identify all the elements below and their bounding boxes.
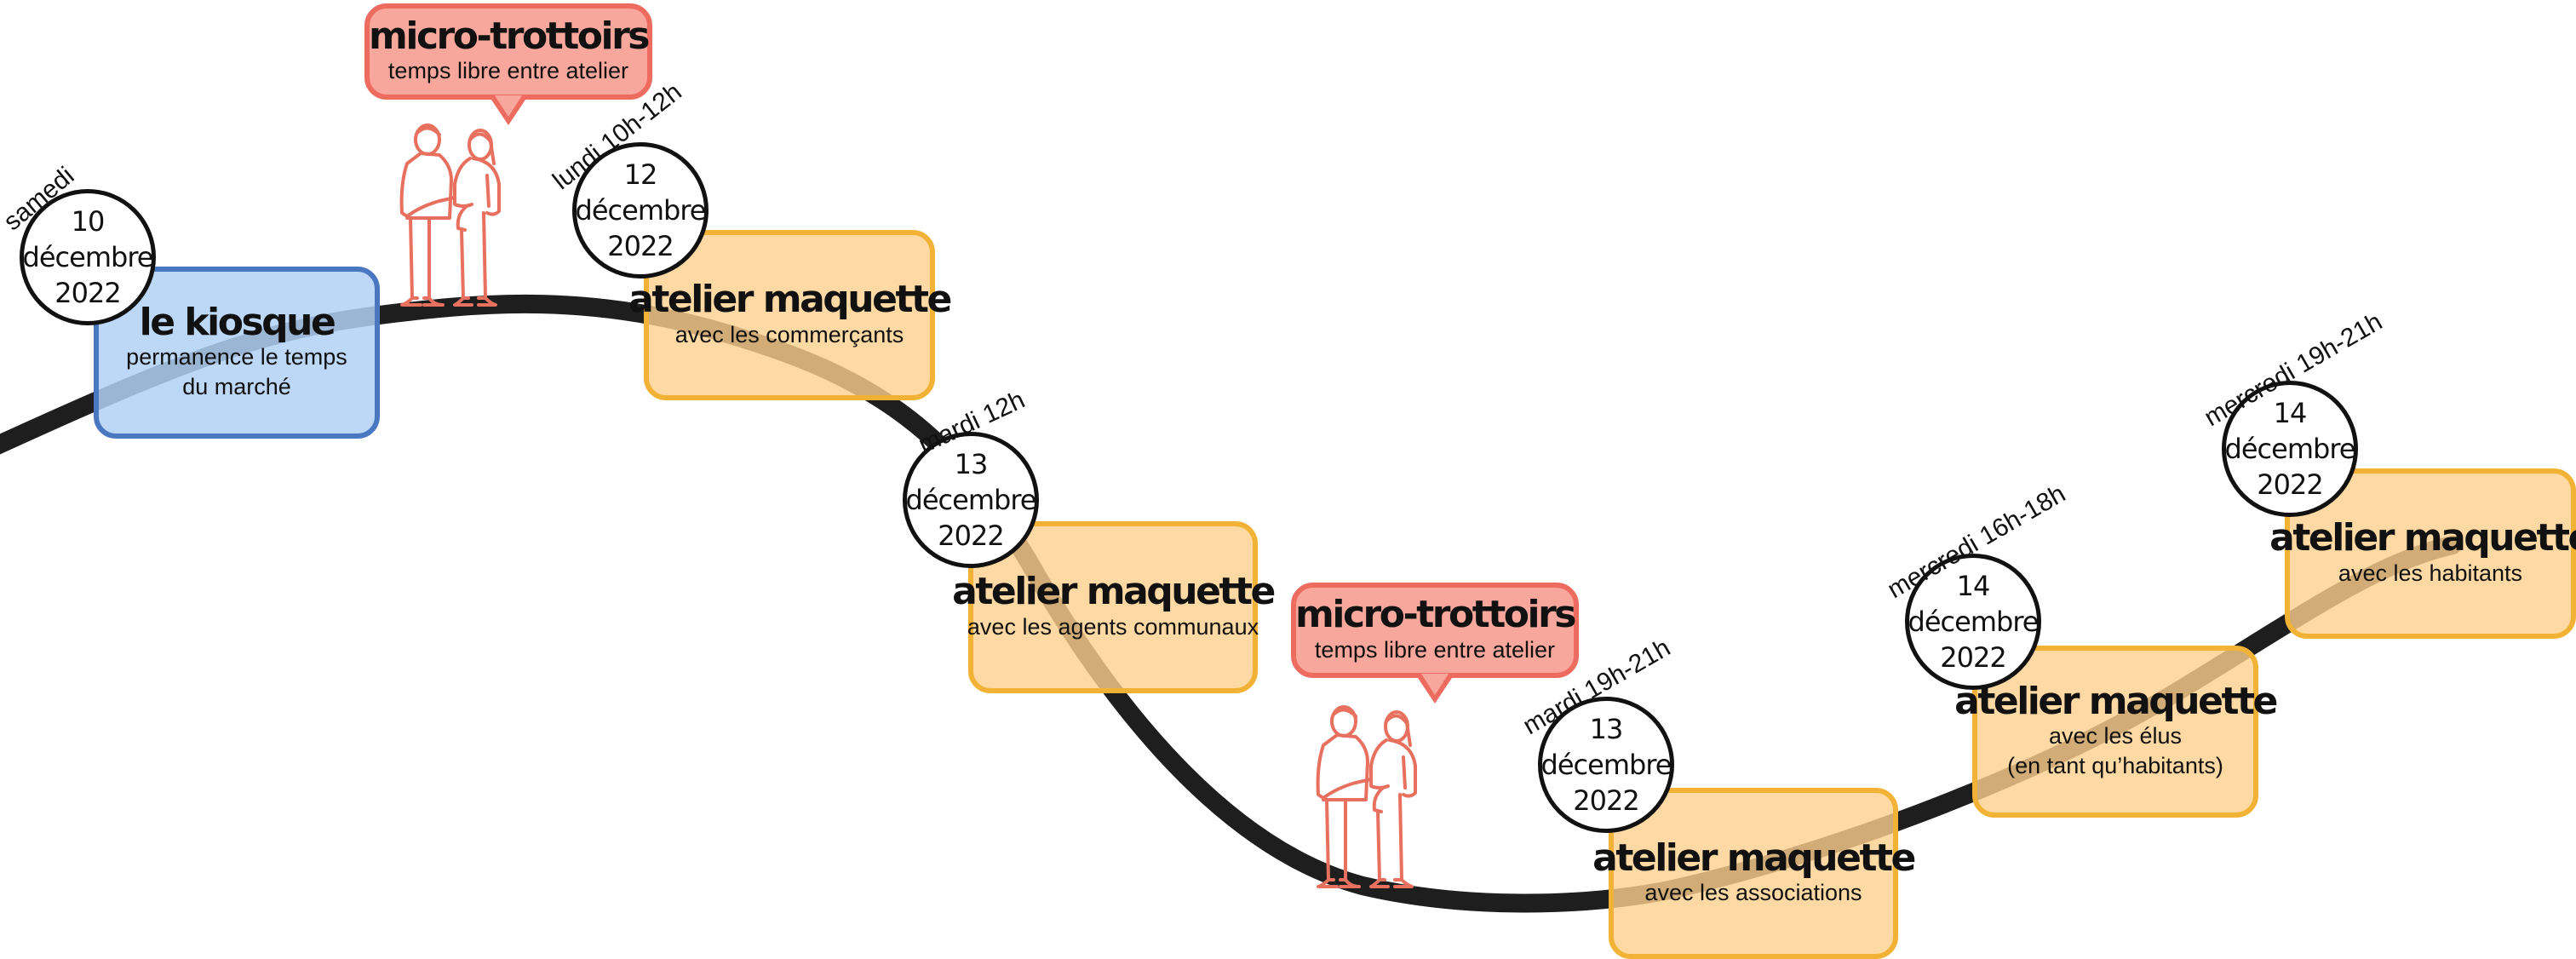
atelier-title: atelier maquette — [2269, 516, 2576, 560]
kiosque-title: le kiosque — [139, 300, 336, 344]
micro-trottoirs-bubble: micro-trottoirs temps libre entre atelie… — [1291, 583, 1579, 703]
date-day: 13 — [954, 447, 989, 480]
date-month: décembre — [22, 240, 154, 273]
micro-trottoirs-bubble: micro-trottoirs temps libre entre atelie… — [364, 3, 652, 125]
date-day: 12 — [623, 158, 658, 191]
date-year: 2022 — [2257, 468, 2323, 502]
date-day: 10 — [71, 204, 106, 238]
date-month: décembre — [2224, 432, 2356, 465]
atelier-subtitle-line1: avec les élus — [2048, 723, 2183, 749]
atelier-card-elus: atelier maquette avec les élus (en tant … — [1954, 646, 2278, 818]
date-month: décembre — [575, 193, 707, 227]
kiosque-subtitle-line1: permanence le temps — [126, 344, 347, 370]
atelier-card-commercants: atelier maquette avec les commerçants — [628, 230, 952, 400]
atelier-title: atelier maquette — [628, 278, 952, 322]
atelier-subtitle: avec les agents communaux — [967, 613, 1259, 640]
date-year: 2022 — [55, 277, 121, 310]
date-month: décembre — [905, 483, 1037, 516]
date-year: 2022 — [938, 520, 1004, 553]
people-talking-icon — [399, 123, 501, 307]
kiosque-subtitle-line2: du marché — [182, 374, 291, 400]
date-year: 2022 — [1940, 641, 2006, 675]
bubble-title: micro-trottoirs — [1295, 593, 1576, 637]
date-month: décembre — [1908, 605, 2040, 638]
bubble-subtitle: temps libre entre atelier — [1314, 636, 1556, 663]
date-circle-agents: 13 décembre 2022 — [903, 432, 1039, 568]
date-circle-associations: 13 décembre 2022 — [1538, 697, 1674, 833]
date-year: 2022 — [1573, 784, 1639, 818]
date-month: décembre — [1540, 748, 1672, 781]
atelier-title: atelier maquette — [952, 570, 1276, 614]
bubble-title: micro-trottoirs — [369, 14, 650, 58]
atelier-subtitle: avec les commerçants — [674, 321, 904, 347]
atelier-title: atelier maquette — [1592, 836, 1916, 880]
atelier-title: atelier maquette — [1954, 679, 2278, 723]
date-circle-habitants: 14 décembre 2022 — [2222, 381, 2358, 517]
bubble-subtitle: temps libre entre atelier — [387, 58, 629, 84]
date-circle-commercants: 12 décembre 2022 — [572, 142, 709, 279]
atelier-card-associations: atelier maquette avec les associations — [1592, 788, 1916, 959]
atelier-subtitle: avec les habitants — [2338, 560, 2523, 586]
atelier-subtitle: avec les associations — [1644, 880, 1862, 906]
people-talking-icon — [1316, 705, 1417, 888]
atelier-subtitle-line2: (en tant qu’habitants) — [2007, 753, 2223, 779]
date-day: 13 — [1589, 712, 1624, 745]
date-year: 2022 — [607, 230, 674, 263]
date-day: 14 — [1956, 569, 1991, 602]
date-circle-kiosque: 10 décembre 2022 — [20, 189, 156, 325]
date-circle-elus: 14 décembre 2022 — [1905, 554, 2041, 690]
date-day: 14 — [2273, 396, 2308, 429]
